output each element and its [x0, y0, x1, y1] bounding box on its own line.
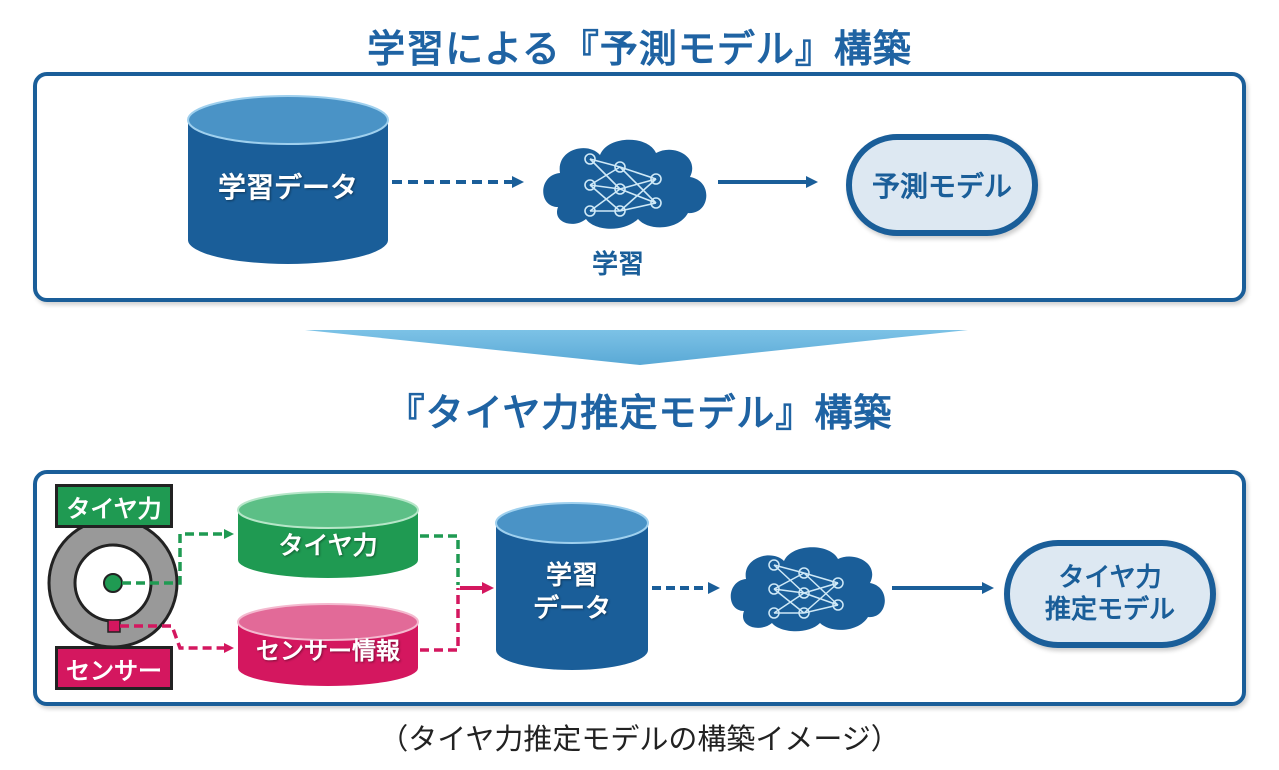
neural-network-cloud-icon — [730, 547, 885, 632]
green-arrowhead-icon — [224, 529, 234, 539]
learning-data-cylinder-label: 学習データ — [217, 171, 358, 204]
learning-data-label: 学習 データ — [496, 560, 648, 625]
merge-connectors — [420, 534, 460, 652]
neural-network-cloud-icon — [543, 139, 707, 229]
learning-data-label-line1: 学習 — [545, 561, 598, 591]
tire-force-database-icon — [237, 491, 419, 578]
figure-caption: （タイヤ力推定モデルの構築イメージ） — [379, 722, 900, 756]
bottom-section-title: 『タイヤ力推定モデル』構築 — [386, 391, 893, 435]
top-section-title: 学習による『予測モデル』構築 — [367, 27, 912, 71]
merge-arrowhead-icon — [482, 582, 494, 594]
green-dashed-connector — [122, 532, 226, 585]
tire-force-estimation-model-pill: タイヤ力 推定モデル — [1004, 540, 1216, 648]
tire-force-model-line1: タイヤ力 — [1058, 562, 1162, 593]
learning-label: 学習 — [591, 250, 644, 280]
dashed-arrow-icon — [652, 582, 720, 594]
magenta-dashed-connector — [120, 624, 226, 650]
tire-force-model-line2: 推定モデル — [1044, 595, 1175, 625]
tire-force-cylinder-label: タイヤ力 — [278, 531, 378, 560]
prediction-model-pill: 予測モデル — [846, 134, 1038, 236]
tire-icon — [47, 517, 179, 649]
magenta-arrowhead-icon — [224, 643, 234, 653]
sensor-info-cylinder-label: センサー情報 — [256, 637, 400, 665]
sensor-tag: センサー — [55, 646, 173, 690]
dashed-arrow-icon — [392, 176, 524, 188]
learning-data-database-icon — [495, 502, 649, 670]
database-cylinder-icon — [187, 95, 389, 264]
solid-arrow-icon — [718, 176, 818, 188]
solid-arrow-icon — [892, 582, 994, 594]
tire-force-tag: タイヤ力 — [55, 484, 173, 528]
prediction-model-label: 予測モデル — [871, 170, 1012, 203]
sensor-info-database-icon — [237, 603, 419, 686]
learning-data-label-line2: データ — [532, 593, 611, 624]
